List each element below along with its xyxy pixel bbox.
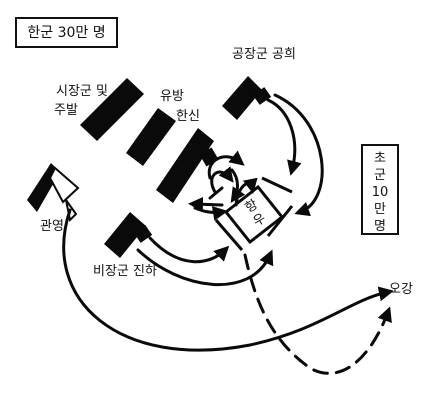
- arrow-hanshin-stub: [208, 186, 224, 200]
- label-ogang: 오강: [389, 282, 413, 297]
- arrow-escape-dashed: [243, 253, 392, 375]
- chu-army-char: 명: [374, 218, 386, 234]
- arrow-hanshin-right: [193, 206, 228, 221]
- arrows: [62, 93, 394, 375]
- unit-jinha: [104, 212, 153, 258]
- xiang-yu-position: [214, 176, 294, 251]
- arrow-hanshin-loop-2: [210, 166, 234, 194]
- arrow-hanshin-loop-1: [207, 150, 245, 180]
- chu-army-char: 군: [374, 167, 386, 183]
- arrow-jinha-2: [136, 248, 274, 287]
- chu-army-char: 초: [374, 151, 386, 166]
- arrow-hanshin-left: [188, 196, 224, 212]
- label-jinha: 비장군 진하: [93, 264, 157, 279]
- chu-army-label: 초 군 10 만 명: [361, 144, 399, 235]
- arrow-hanshin-down: [230, 168, 246, 203]
- unit-gongjang-jubal: [80, 78, 144, 141]
- chu-army-char: 만: [374, 201, 386, 217]
- label-yubang: 유방: [160, 89, 184, 104]
- label-jubal: 주발: [54, 103, 78, 118]
- arrow-gwanyoung: [62, 208, 394, 352]
- unit-gong-hui: [222, 76, 272, 120]
- chu-army-char: 10: [371, 184, 389, 200]
- arrow-jinha-1: [148, 236, 230, 264]
- arrow-gong-2: [273, 93, 324, 217]
- han-army-label: 한군 30만 명: [15, 17, 118, 48]
- label-gong-hui: 공장군 공희: [232, 47, 296, 62]
- unit-gwanyoung: [27, 163, 80, 223]
- unit-yubang: [126, 108, 176, 166]
- label-gwanyoung: 관영: [40, 219, 64, 234]
- label-hanshin: 한신: [176, 109, 200, 124]
- arrow-gong-1: [266, 98, 302, 176]
- label-gongjang: 시장군 및: [56, 84, 108, 99]
